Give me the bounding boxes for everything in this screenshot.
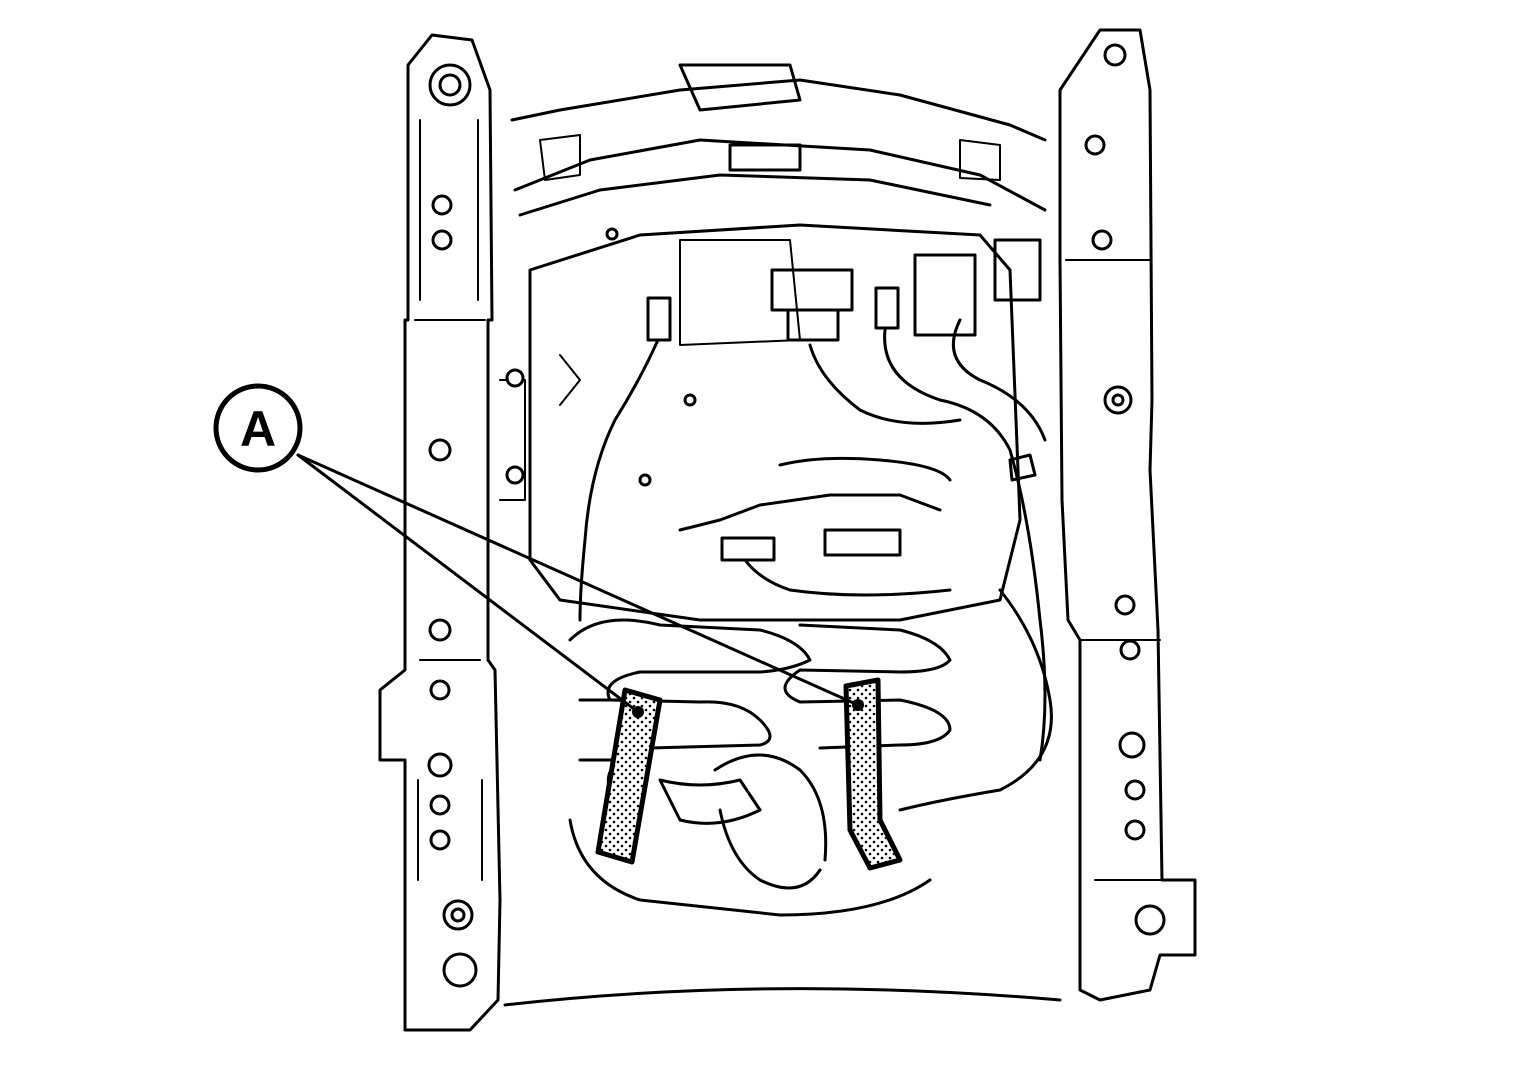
left-seat-rail — [378, 33, 502, 1032]
callout-a-label: A — [240, 401, 276, 457]
clip-a-right — [843, 677, 903, 871]
cushion-front-arc — [503, 987, 1062, 1007]
callout-a: A — [213, 383, 303, 473]
wiring-harness — [578, 238, 1053, 812]
seat-pan — [499, 223, 1022, 622]
right-seat-rail — [1058, 28, 1197, 1002]
callout-leader-lines — [296, 453, 860, 714]
rear-cross-member — [510, 63, 1047, 217]
